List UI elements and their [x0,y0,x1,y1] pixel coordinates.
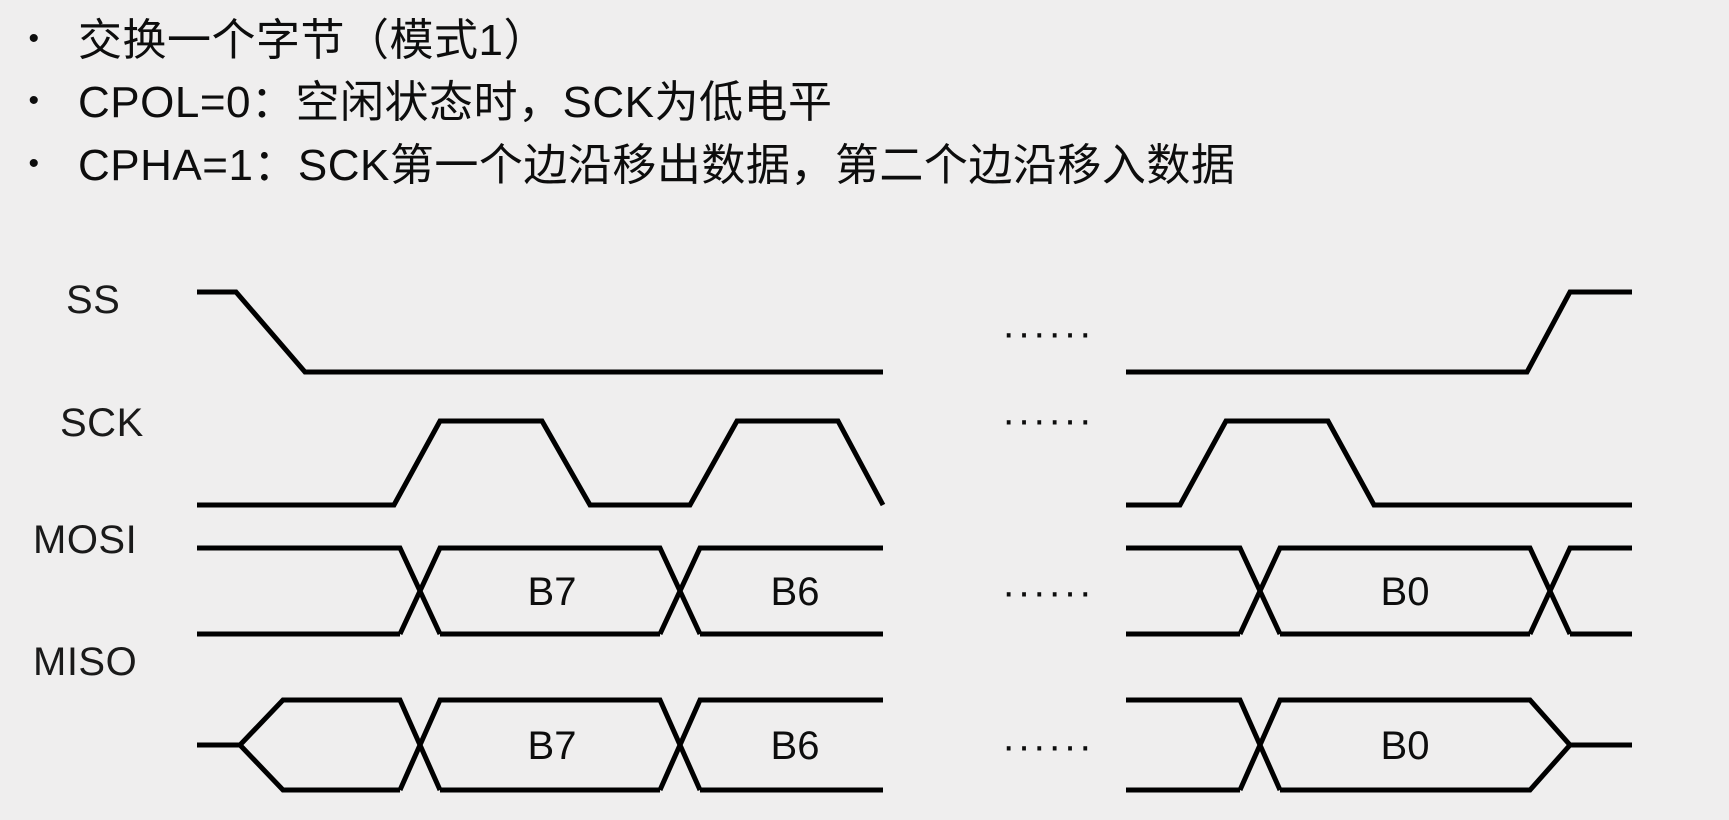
waveform-miso-right-top [1126,697,1632,792]
bullet-list: • 交换一个字节（模式1） • CPOL=0：空闲状态时，SCK为低电平 • C… [0,10,1729,197]
signal-label-sck: SCK [60,401,144,445]
waveform-miso-left-bottom [238,743,883,793]
signal-label-miso: MISO [33,640,137,684]
miso-bit-label-b7: B7 [528,724,577,768]
mosi-bit-label-b6: B6 [771,570,820,614]
miso-bit-label-b6: B6 [771,724,820,768]
ellipsis-miso: ······ [1002,724,1094,768]
bullet-marker-icon: • [28,84,40,118]
waveform-ss-right [1126,289,1632,375]
bullet-marker-icon: • [28,22,40,55]
bullet-marker-icon: • [28,146,40,180]
ellipsis-mosi: ······ [1002,570,1094,614]
ellipsis-sck: ······ [1002,398,1094,442]
mosi-bit-label-b7: B7 [528,570,577,614]
bullet-item-3: • CPHA=1：SCK第一个边沿移出数据，第二个边沿移入数据 [0,135,1729,197]
bullet-item-1: • 交换一个字节（模式1） [0,10,1729,72]
signal-label-mosi: MOSI [33,518,137,562]
bullet-text-2: CPOL=0：空闲状态时，SCK为低电平 [78,78,833,128]
bullet-item-2: • CPOL=0：空闲状态时，SCK为低电平 [0,72,1729,134]
bullet-text-3: CPHA=1：SCK第一个边沿移出数据，第二个边沿移入数据 [78,140,1236,190]
waveform-miso-right-bottom [1126,743,1572,793]
waveform-mosi-left-top [197,545,883,636]
miso-bit-label-b0: B0 [1381,724,1430,768]
waveform-sck-right [1126,418,1632,508]
ellipsis-ss: ······ [1002,311,1094,355]
waveform-miso-left-top [197,697,883,792]
bullet-text-1: 交换一个字节（模式1） [78,16,548,65]
spi-timing-diagram: SS ······ SCK ······ MOSI B7 B6 B0 ·····… [0,228,1729,820]
mosi-bit-label-b0: B0 [1381,570,1430,614]
waveform-mosi-right-top [1126,545,1632,636]
waveform-sck-left [197,418,886,508]
signal-label-ss: SS [66,278,120,322]
waveform-ss-left [197,289,883,375]
